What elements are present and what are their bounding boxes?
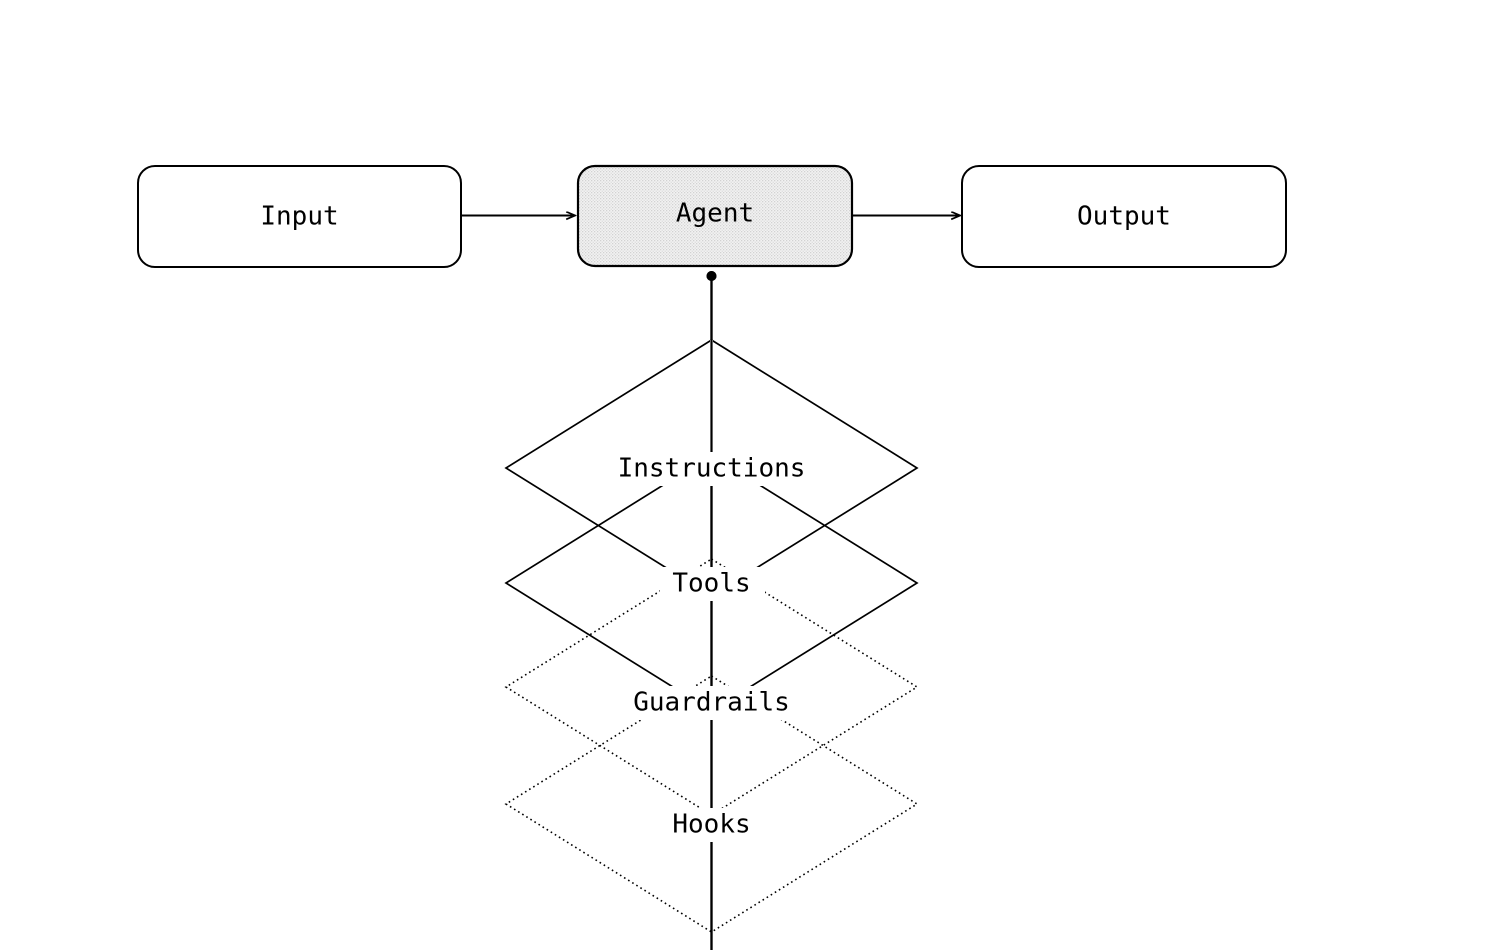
layer-hooks-shape (504, 675, 919, 933)
layer-tools-label-group: Tools (660, 567, 765, 601)
layer-guardrails-label-backdrop (619, 686, 805, 720)
output-node-label: Output (1077, 202, 1171, 232)
agent-connector-dot-overlay (706, 271, 717, 281)
layer-tools-label: Tools (672, 569, 750, 599)
output-node[interactable]: Output (961, 165, 1287, 268)
layer-hooks-label-backdrop (660, 808, 765, 842)
layer-hooks-label: Hooks (672, 810, 750, 840)
layer-instructions-label-backdrop (601, 452, 822, 486)
output-node-shape (961, 165, 1287, 268)
layer-guardrails-label-group: Guardrails (619, 686, 805, 720)
input-node-label: Input (260, 202, 338, 232)
input-node-shape (137, 165, 462, 268)
layer-hooks-label-group: Hooks (660, 808, 765, 842)
layer-guardrails[interactable] (504, 558, 919, 816)
layer-guardrails-shape (504, 558, 919, 816)
layer-guardrails-label: Guardrails (633, 688, 790, 718)
layer-instructions-label: Instructions (618, 454, 806, 484)
layer-instructions-label-group: Instructions (601, 452, 822, 486)
agent-node[interactable]: Agent (576, 164, 854, 268)
agent-node-label: Agent (676, 199, 754, 229)
input-node[interactable]: Input (137, 165, 462, 268)
layer-hooks[interactable] (504, 675, 919, 933)
layer-tools-label-backdrop (660, 567, 765, 601)
